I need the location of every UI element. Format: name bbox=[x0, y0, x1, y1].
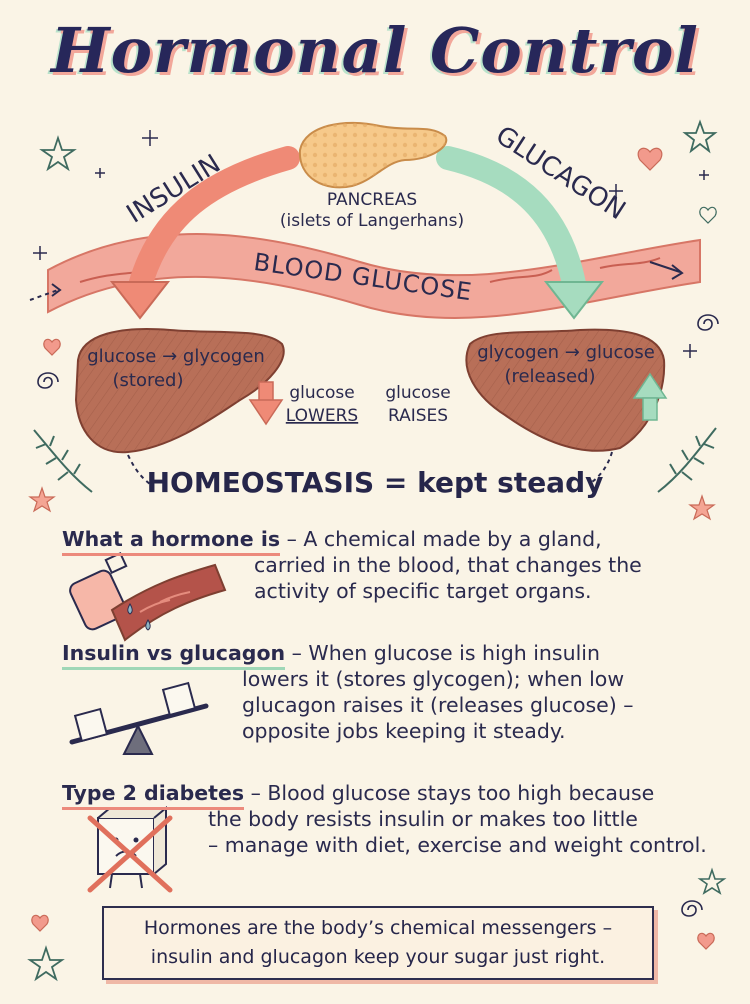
section-lead: – Blood glucose stays too high because bbox=[244, 781, 655, 805]
section-line: – manage with diet, exercise and weight … bbox=[208, 833, 707, 857]
down-arrow-icon bbox=[248, 381, 284, 426]
lowers-label-2: LOWERS bbox=[286, 406, 358, 426]
poster-title: Hormonal Control bbox=[51, 14, 699, 87]
section-line: glucagon raises it (releases glucose) – bbox=[242, 693, 634, 717]
star-icon bbox=[27, 119, 727, 982]
liver-left bbox=[74, 328, 285, 454]
section-lead: – A chemical made by a gland, bbox=[280, 527, 602, 551]
left-liver-label-2: (stored) bbox=[113, 370, 184, 391]
up-arrow-icon bbox=[632, 372, 668, 421]
blood-vessel-band bbox=[29, 233, 701, 319]
summary-note-box: Hormones are the body’s chemical messeng… bbox=[102, 906, 654, 980]
pancreas-illustration bbox=[298, 121, 448, 189]
liver-right bbox=[465, 328, 666, 452]
sparkle-icon bbox=[33, 130, 709, 358]
section-lead: – When glucose is high insulin bbox=[285, 641, 600, 665]
heart-icon bbox=[31, 147, 717, 950]
section-heading: Insulin vs glucagon bbox=[62, 641, 286, 670]
seesaw-sugar-cubes-icon bbox=[69, 681, 209, 755]
homeostasis-label: HOMEOSTASIS = kept steady bbox=[146, 466, 604, 499]
section-line: lowers it (stores glycogen); when low bbox=[242, 667, 625, 691]
section-type2-diabetes: Type 2 diabetes – Blood glucose stays to… bbox=[62, 780, 722, 858]
sad-sugar-cube-icon bbox=[87, 805, 173, 893]
pancreas-label: PANCREAS bbox=[327, 190, 417, 210]
spiral-icon bbox=[37, 314, 719, 917]
right-liver-label-2: (released) bbox=[504, 366, 595, 387]
glucagon-arrow bbox=[436, 146, 605, 320]
section-insulin-glucagon: Insulin vs glucagon – When glucose is hi… bbox=[62, 640, 722, 744]
hormone-bottle-and-vessel-icon bbox=[69, 551, 227, 642]
raises-label-2: RAISES bbox=[388, 406, 448, 426]
right-liver-label-1: glycogen → glucose bbox=[477, 342, 655, 363]
dashed-arrow-right bbox=[591, 451, 613, 483]
summary-note-line-1: Hormones are the body’s chemical messeng… bbox=[143, 917, 613, 939]
section-heading: Type 2 diabetes bbox=[62, 781, 245, 810]
pancreas-sublabel: (islets of Langerhans) bbox=[280, 211, 464, 231]
section-line: activity of specific target organs. bbox=[254, 579, 592, 603]
section-hormone: What a hormone is – A chemical made by a… bbox=[62, 526, 722, 604]
insulin-arrow bbox=[109, 146, 300, 320]
section-line: the body resists insulin or makes too li… bbox=[208, 807, 638, 831]
raises-label-1: glucose bbox=[385, 383, 450, 403]
section-line: carried in the blood, that changes the bbox=[254, 553, 642, 577]
dashed-arrow-left bbox=[127, 454, 151, 485]
leaf-sprig-icon bbox=[33, 427, 717, 493]
section-line: opposite jobs keeping it steady. bbox=[242, 719, 566, 743]
summary-note-line-2: insulin and glucagon keep your sugar jus… bbox=[150, 946, 606, 968]
lowers-label-1: glucose bbox=[289, 383, 354, 403]
section-heading: What a hormone is bbox=[62, 527, 281, 556]
left-liver-label-1: glucose → glycogen bbox=[87, 346, 265, 367]
